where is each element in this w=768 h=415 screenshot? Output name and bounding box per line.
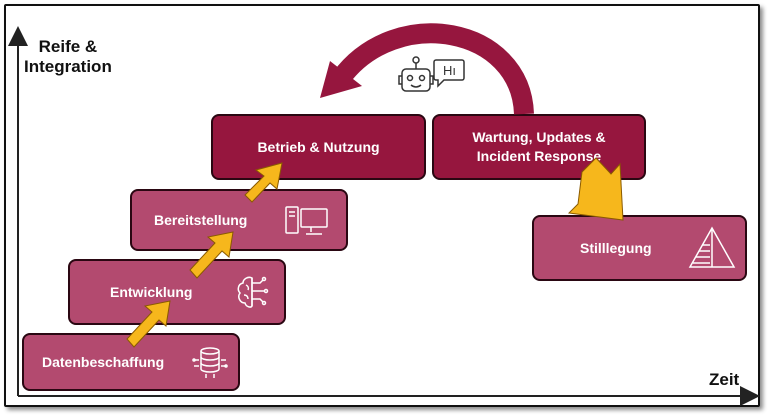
axes <box>8 26 760 406</box>
cycle-arrow <box>332 23 534 115</box>
y-axis-label: Reife & Integration <box>24 37 112 77</box>
stage-betrieb-nutzung: Betrieb & Nutzung <box>211 114 426 180</box>
y-axis-label-line1: Reife & <box>38 37 98 56</box>
database-icon <box>192 347 228 378</box>
brain-circuit-icon <box>237 276 269 308</box>
stage-label-line2: Incident Response <box>476 148 602 164</box>
stage-label: Stilllegung <box>580 240 652 256</box>
pyramid-ruler-icon <box>688 226 736 268</box>
stage-label: Datenbeschaffung <box>42 354 165 370</box>
yellow-arrow-4 <box>567 157 624 221</box>
stage-label-line1: Wartung, Updates & <box>472 129 606 145</box>
stage-bereitstellung: Bereitstellung <box>130 189 348 251</box>
stage-label: Betrieb & Nutzung <box>257 139 380 155</box>
y-axis-label-line2: Integration <box>24 57 112 76</box>
stage-label: Bereitstellung <box>154 212 248 228</box>
computer-monitor-icon <box>285 206 328 235</box>
cycle-arrowhead <box>320 61 362 98</box>
robot-speech-text: Hı <box>443 63 456 78</box>
stage-entwicklung: Entwicklung <box>68 259 286 325</box>
yellow-arrow-3 <box>244 162 283 203</box>
yellow-arrow-2 <box>189 231 234 279</box>
robot-chat-icon: Hı <box>398 56 465 92</box>
stage-stilllegung: Stilllegung <box>532 215 747 281</box>
stage-wartung-updates: Wartung, Updates & Incident Response <box>432 114 646 180</box>
stage-label: Entwicklung <box>110 284 193 300</box>
yellow-arrow-1 <box>126 300 171 348</box>
diagram-frame: Reife & Integration Zeit Datenbeschaffun… <box>4 4 760 407</box>
x-axis-label: Zeit <box>709 370 740 389</box>
stage-label: Wartung, Updates & Incident Response <box>472 128 605 166</box>
connector-arrows <box>126 23 624 348</box>
